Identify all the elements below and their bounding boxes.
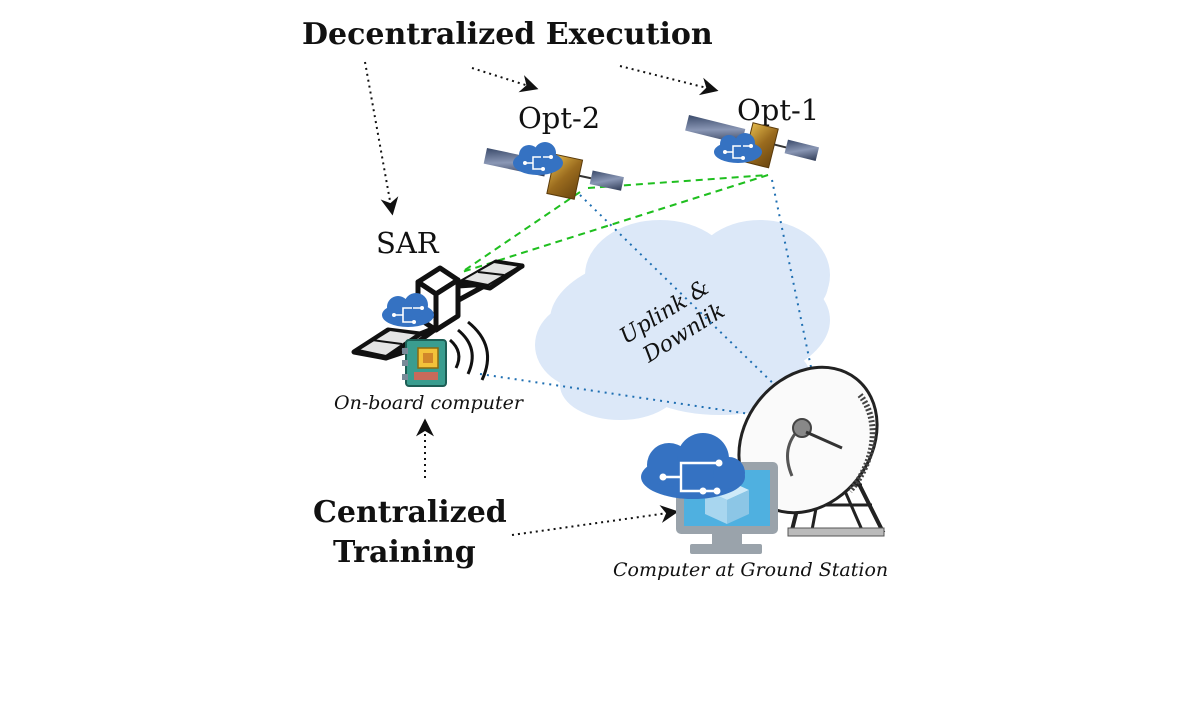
circuit-board-icon [402,339,447,387]
ground-caption: Computer at Ground Station [613,559,888,581]
arrow-to-opt2 [471,67,539,93]
ground-station: Computer at Ground Station [613,365,888,581]
uplink-downlink-cloud: Uplink & Downlik [535,220,830,420]
arrow-to-sar [364,61,399,216]
link-sar-opt2 [461,191,581,273]
onboard-caption: On-board computer [334,392,525,414]
ground-links [479,179,813,415]
opt2-label: Opt-2 [518,101,600,135]
sar-satellite: SAR [334,226,525,414]
radio-waves-icon [448,320,490,381]
brain-cloud-icon [641,433,745,499]
centralized-heading-line1: Centralized [313,495,507,530]
opt1-satellite: Opt-1 [685,93,819,169]
sar-label: SAR [376,226,440,260]
opt2-satellite: Opt-2 [483,101,624,200]
arrow-to-opt1 [619,65,719,96]
link-opt1-ground [771,179,813,373]
link-opt2-ground [579,194,786,396]
centralized-heading-line2: Training [333,535,476,570]
arrow-to-ground-computer [511,505,679,536]
brain-cloud-icon [513,142,563,175]
link-sar-opt1-a [461,174,769,273]
opt1-label: Opt-1 [737,93,819,127]
decentralized-heading: Decentralized Execution [302,17,713,52]
brain-cloud-icon [382,293,434,327]
solar-panel-cells [355,260,523,358]
flow-arrows [364,61,719,536]
brain-cloud-icon [714,133,762,163]
